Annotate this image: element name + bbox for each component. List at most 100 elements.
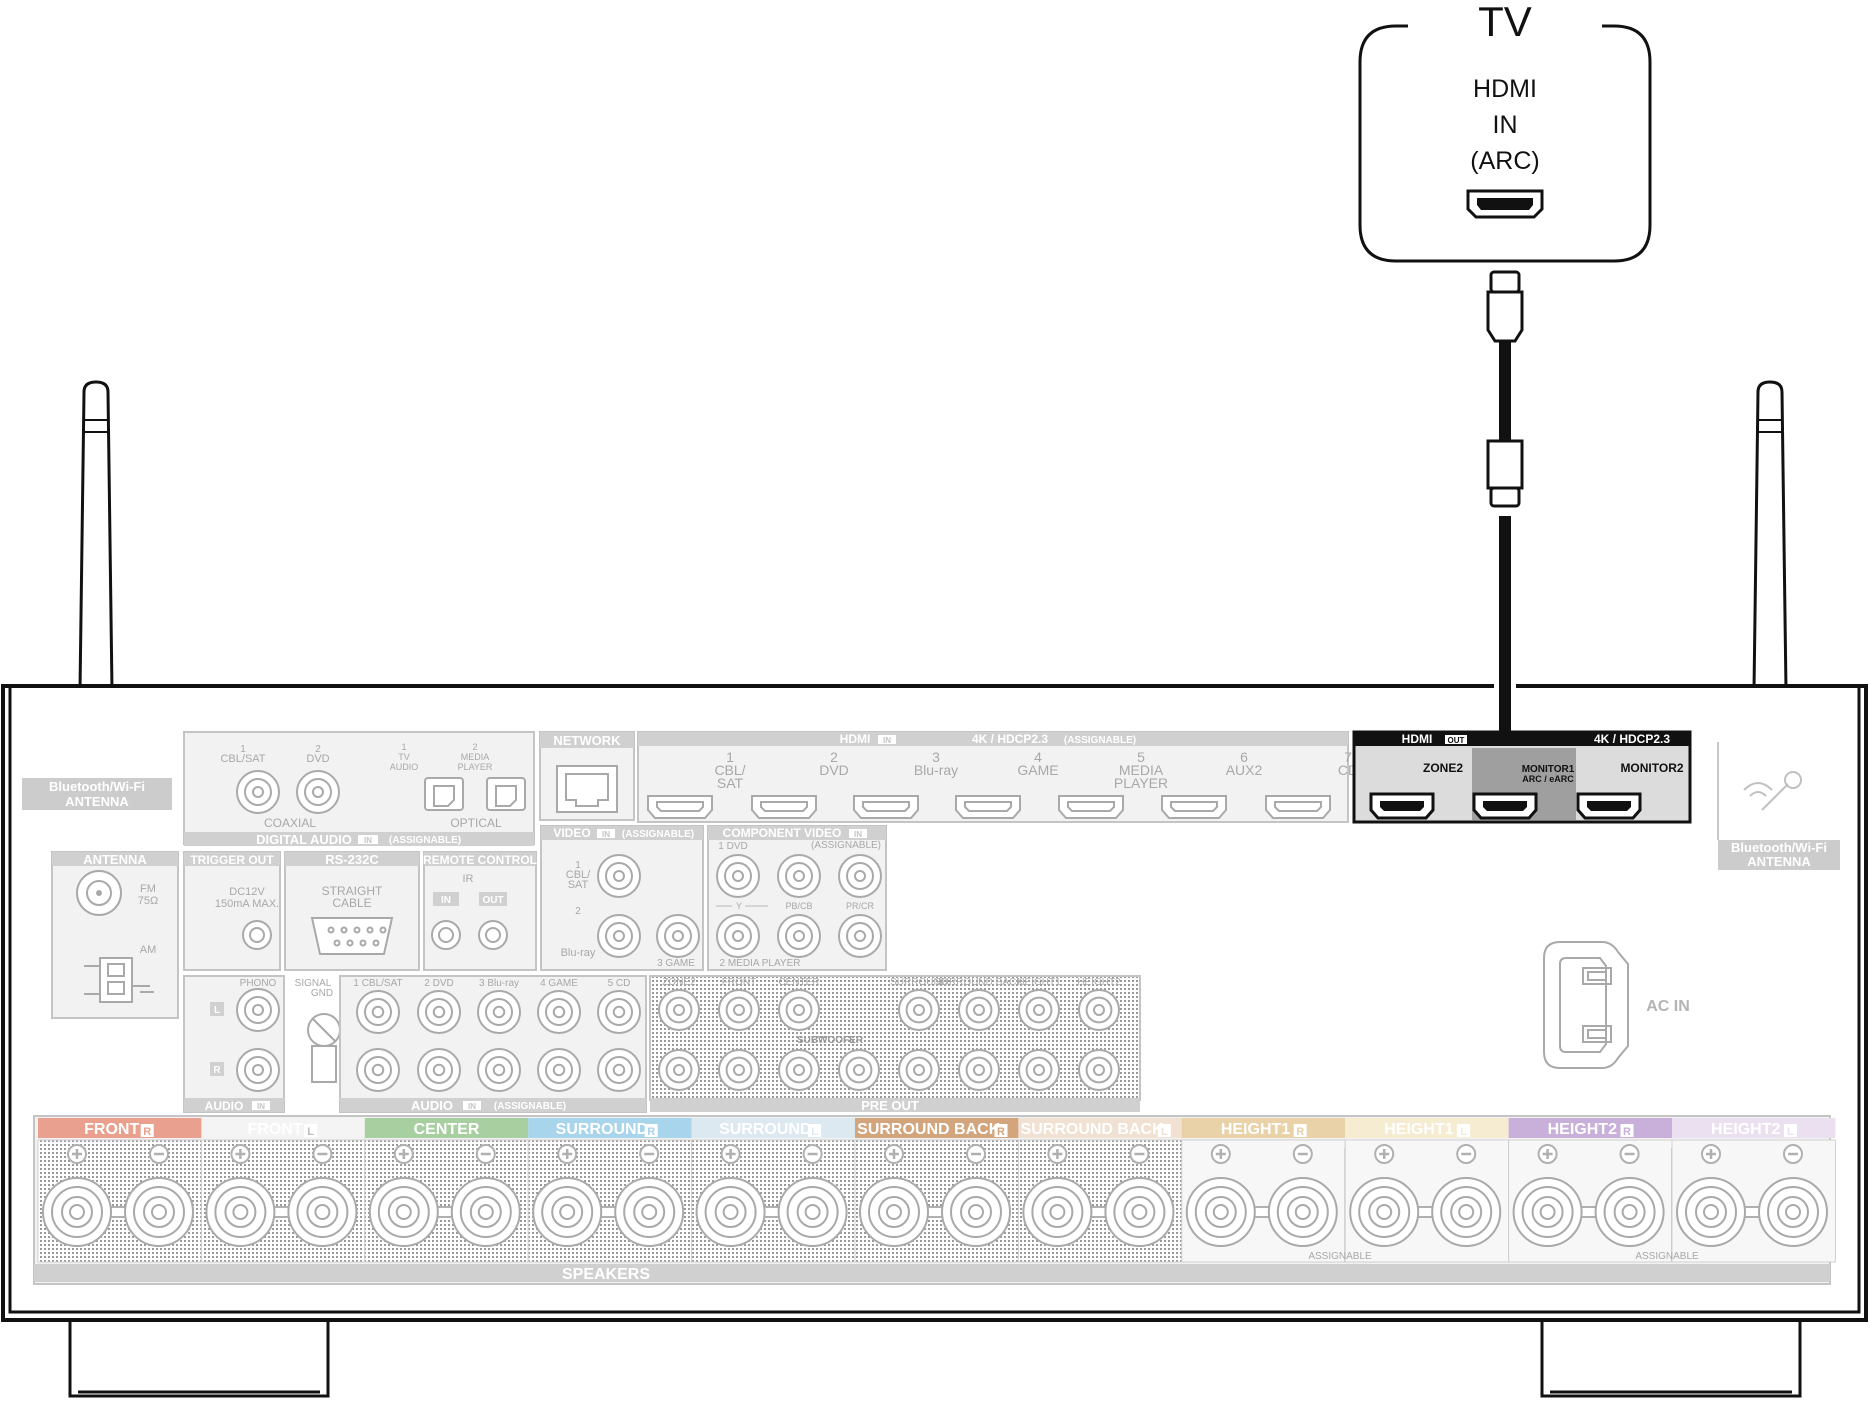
video-jack-3[interactable] (656, 914, 700, 958)
rs232c-port[interactable] (310, 917, 394, 955)
am-antenna-terminal[interactable] (84, 957, 154, 1003)
pre-out-jack[interactable] (658, 989, 700, 1031)
speaker-binding-post[interactable] (1022, 1177, 1093, 1247)
speaker-binding-post[interactable] (1104, 1177, 1175, 1247)
tv-hdmi-port[interactable] (1466, 189, 1544, 219)
svg-text:IN: IN (364, 836, 372, 845)
audio-in-l-jack[interactable] (597, 990, 641, 1034)
pre-out-column-label: HEIGHT1 (1017, 977, 1061, 988)
video-jack-1[interactable] (597, 854, 641, 898)
speaker-binding-post[interactable] (695, 1177, 766, 1247)
hdmi-in-port[interactable] (853, 795, 919, 819)
speaker-binding-post[interactable] (941, 1177, 1011, 1247)
speaker-channel-side: L (307, 1126, 314, 1138)
ac-inlet[interactable] (1543, 941, 1629, 1069)
audio-in-r-jack[interactable] (356, 1048, 400, 1092)
component-pr-jack-2[interactable] (838, 914, 882, 958)
speaker-binding-post[interactable] (777, 1177, 848, 1247)
speaker-binding-post[interactable] (42, 1177, 112, 1247)
optical-jack-2[interactable] (486, 777, 526, 811)
plus-icon (1537, 1144, 1558, 1164)
hdmi-in-port-number: 4 (1034, 749, 1042, 765)
component-y-jack-1[interactable] (716, 854, 760, 898)
pre-out-jack[interactable] (778, 1049, 820, 1091)
remote-in-jack[interactable] (431, 920, 461, 950)
svg-text:VIDEO: VIDEO (553, 826, 590, 840)
audio-in-l-jack[interactable] (417, 990, 461, 1034)
component-pb-jack-2[interactable] (777, 914, 821, 958)
pre-out-jack[interactable] (778, 989, 820, 1031)
remote-out-jack[interactable] (478, 920, 508, 950)
fm-antenna-jack[interactable] (76, 870, 122, 916)
audio-in-r-jack[interactable] (477, 1048, 521, 1092)
hdmi-out-monitor1-port[interactable] (1472, 792, 1538, 820)
speaker-binding-post[interactable] (368, 1177, 439, 1247)
hdmi-in-port[interactable] (647, 795, 713, 819)
component-y-jack-2[interactable] (716, 914, 760, 958)
speaker-binding-post[interactable] (1349, 1177, 1420, 1247)
speaker-binding-post[interactable] (124, 1177, 194, 1247)
hdmi-in-port[interactable] (1058, 795, 1124, 819)
speaker-binding-post[interactable] (1676, 1177, 1746, 1247)
svg-text:1: 1 (575, 860, 581, 871)
pre-out-jack[interactable] (898, 989, 940, 1031)
phono-l-jack[interactable] (236, 988, 280, 1032)
pre-out-jack[interactable] (718, 1049, 760, 1091)
hdmi-in-port[interactable] (955, 795, 1021, 819)
svg-text:(ASSIGNABLE): (ASSIGNABLE) (622, 829, 694, 840)
pre-out-jack[interactable] (1078, 1049, 1120, 1091)
phono-r-jack[interactable] (236, 1048, 280, 1092)
component-pr-jack-1[interactable] (838, 854, 882, 898)
svg-text:SAT: SAT (568, 879, 589, 891)
svg-text:ANTENNA: ANTENNA (65, 794, 129, 809)
component-pb-jack-1[interactable] (777, 854, 821, 898)
audio-in-r-jack[interactable] (597, 1048, 641, 1092)
speaker-binding-post[interactable] (859, 1177, 929, 1247)
speaker-binding-post[interactable] (205, 1177, 276, 1247)
svg-text:COMPONENT VIDEO: COMPONENT VIDEO (723, 826, 842, 840)
audio-in-l-jack[interactable] (356, 990, 400, 1034)
coaxial-jack-2[interactable] (296, 770, 340, 814)
pre-out-jack[interactable] (898, 1049, 940, 1091)
remote-control-panel: REMOTE CONTROL IR IN OUT (423, 851, 537, 971)
pre-out-jack[interactable] (658, 1049, 700, 1091)
speaker-binding-post[interactable] (1594, 1177, 1665, 1247)
speaker-binding-post[interactable] (287, 1177, 358, 1247)
minus-icon (1456, 1144, 1477, 1164)
svg-text:DIGITAL AUDIO: DIGITAL AUDIO (256, 832, 352, 847)
hdmi-in-port[interactable] (1161, 795, 1227, 819)
pre-out-jack[interactable] (1078, 989, 1120, 1031)
hdmi-out-monitor2-port[interactable] (1576, 792, 1642, 820)
video-jack-2[interactable] (597, 914, 641, 958)
hdmi-out-zone2-port[interactable] (1369, 792, 1435, 820)
hdmi-cable (1486, 270, 1524, 802)
audio-in-l-jack[interactable] (477, 990, 521, 1034)
speaker-binding-post[interactable] (1267, 1177, 1338, 1247)
pre-out-jack[interactable] (958, 1049, 1000, 1091)
speaker-binding-post[interactable] (450, 1177, 521, 1247)
pre-out-jack[interactable] (1018, 1049, 1060, 1091)
audio-in-r-jack[interactable] (417, 1048, 461, 1092)
speaker-binding-post[interactable] (614, 1177, 685, 1247)
trigger-out-jack[interactable] (242, 920, 272, 950)
pre-out-jack[interactable] (1018, 989, 1060, 1031)
ground-screw[interactable] (307, 1013, 341, 1083)
svg-text:IN: IN (257, 1102, 265, 1111)
speaker-binding-post[interactable] (532, 1177, 603, 1247)
audio-in-r-jack[interactable] (537, 1048, 581, 1092)
speaker-binding-post[interactable] (1758, 1177, 1828, 1247)
speaker-binding-post[interactable] (1512, 1177, 1583, 1247)
pre-out-jack[interactable] (718, 989, 760, 1031)
audio-in-l-jack[interactable] (537, 990, 581, 1034)
hdmi-in-port[interactable] (1265, 795, 1331, 819)
video-panel: VIDEO IN (ASSIGNABLE) 1 CBL/ SAT 2 Blu-r… (540, 825, 704, 971)
pre-out-jack[interactable] (958, 989, 1000, 1031)
optical-jack-1[interactable] (424, 777, 464, 811)
coaxial-jack-1[interactable] (236, 770, 280, 814)
speaker-binding-post[interactable] (1431, 1177, 1502, 1247)
speaker-binding-post[interactable] (1185, 1177, 1256, 1247)
pre-out-jack[interactable] (838, 1049, 880, 1091)
ethernet-port[interactable] (556, 765, 618, 813)
hdmi-in-port[interactable] (751, 795, 817, 819)
